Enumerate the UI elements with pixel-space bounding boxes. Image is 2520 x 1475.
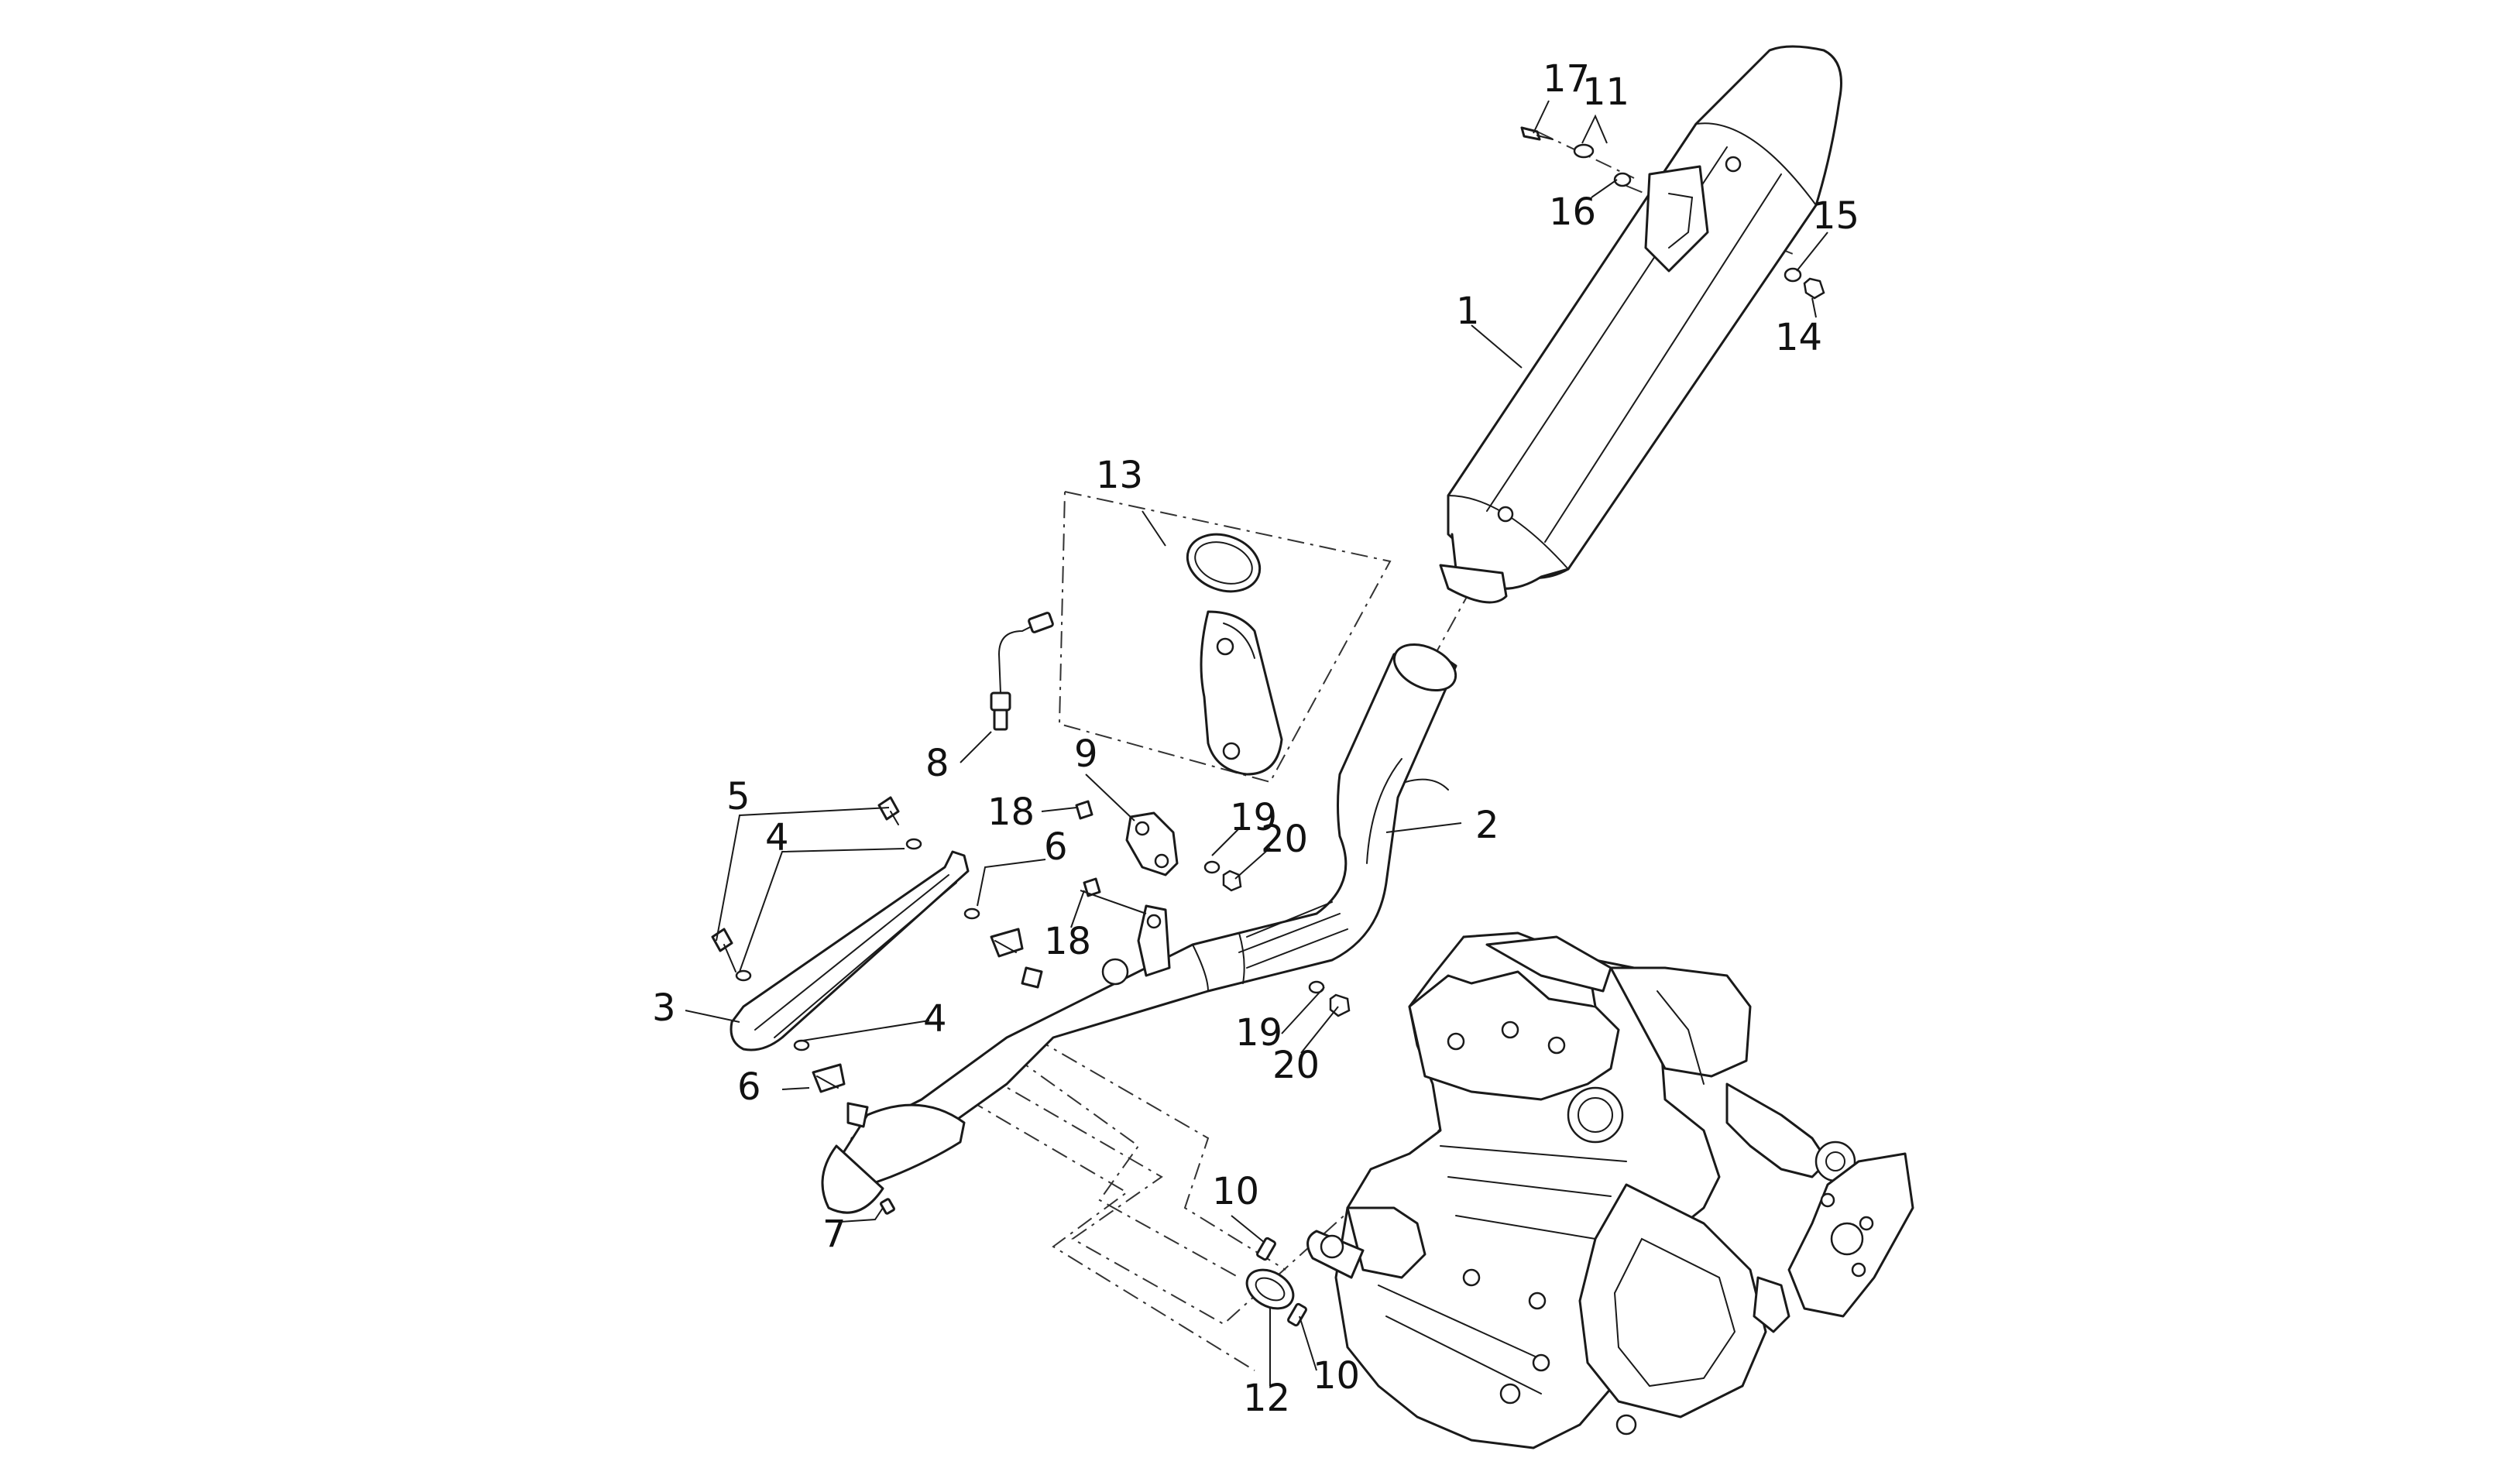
- silencer: [1439, 45, 1842, 604]
- callout-9: 9: [1074, 732, 1098, 776]
- callout-11: 11: [1582, 70, 1629, 114]
- callout-6-lower: 6: [737, 1065, 761, 1109]
- callout-18-lower: 18: [1044, 920, 1091, 963]
- fasteners: [711, 126, 1825, 1327]
- callout-4-upper: 4: [765, 816, 789, 859]
- heat-shield-clamp-kit: [1186, 533, 1283, 776]
- callout-17: 17: [1543, 57, 1590, 101]
- callout-16: 16: [1549, 190, 1596, 234]
- callout-19-lower: 19: [1235, 1011, 1282, 1055]
- engine: [1306, 931, 1914, 1449]
- callout-15: 15: [1812, 194, 1859, 238]
- callout-14: 14: [1775, 316, 1822, 359]
- callout-7: 7: [822, 1213, 846, 1256]
- bracket: [1125, 811, 1179, 876]
- callout-4-lower: 4: [923, 997, 947, 1041]
- callout-labels: 1 2 3 4 4 5 6 6 7 8 9 10 10 11 12 13 14 …: [652, 57, 1859, 1420]
- callout-12: 12: [1243, 1377, 1290, 1420]
- callout-20-upper: 20: [1261, 818, 1308, 861]
- callout-18-upper: 18: [987, 791, 1035, 834]
- callout-10-upper: 10: [1212, 1170, 1259, 1213]
- oxygen-sensor: [990, 612, 1054, 731]
- callout-10-lower: 10: [1313, 1354, 1360, 1398]
- callout-1: 1: [1456, 290, 1480, 333]
- callout-19-upper: 19: [1230, 796, 1277, 839]
- header-pipe: [821, 643, 1457, 1214]
- callout-3: 3: [652, 986, 676, 1030]
- callout-2: 2: [1475, 804, 1499, 847]
- callout-6-upper: 6: [1044, 825, 1068, 869]
- callout-8: 8: [925, 742, 949, 785]
- callout-5: 5: [726, 775, 750, 818]
- leader-lines: [685, 100, 1828, 1386]
- callout-20-lower: 20: [1272, 1044, 1320, 1087]
- heat-shield-lower: [730, 850, 970, 1051]
- callout-13: 13: [1096, 454, 1143, 497]
